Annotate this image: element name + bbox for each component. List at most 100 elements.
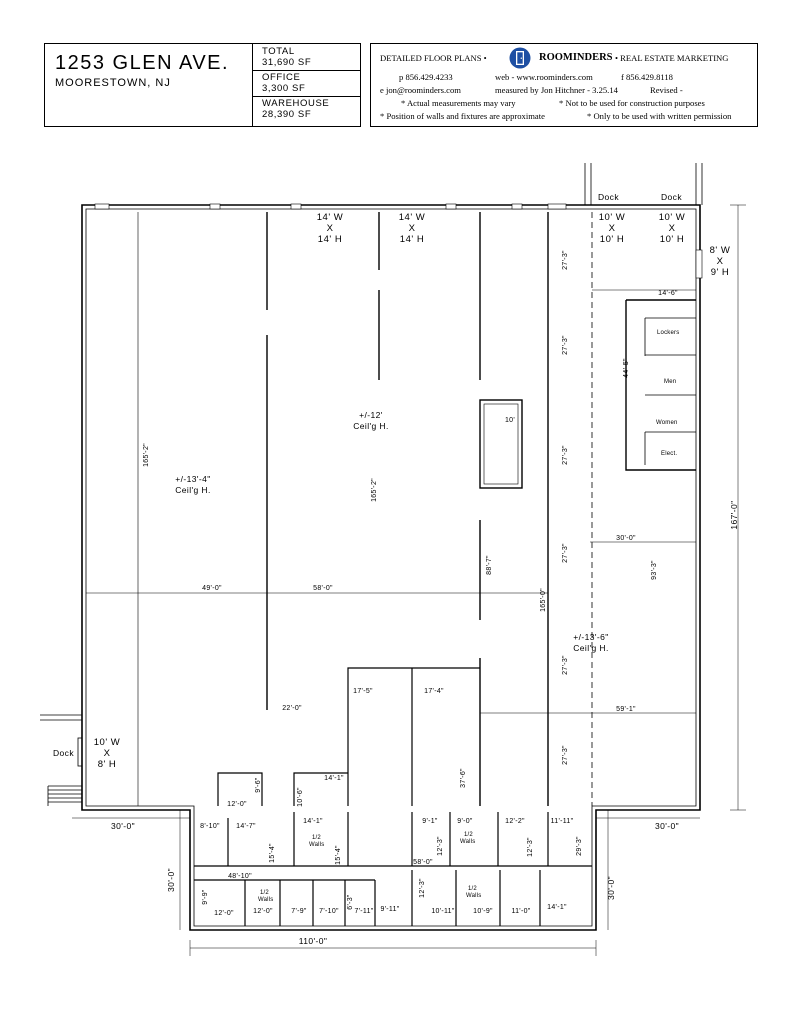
dim-11-11: 11'-11" bbox=[551, 818, 574, 825]
dim-11-0: 11'-0" bbox=[511, 908, 530, 915]
dim-9-1: 9'-1" bbox=[422, 818, 438, 825]
half-walls-3a: 1/2 bbox=[260, 890, 269, 896]
structural-grid bbox=[86, 212, 696, 806]
dim-59-1: 59'-1" bbox=[616, 706, 636, 713]
dim-30-0-inner: 30'-0" bbox=[616, 535, 636, 542]
dim-27-3-f: 27'-3" bbox=[562, 745, 569, 765]
dim-58-0-low: 58'-0" bbox=[413, 859, 433, 866]
dock-top-2: Dock bbox=[661, 192, 682, 202]
dim-14-6: 14'-6" bbox=[658, 290, 678, 297]
brand-note-4: * Only to be used with written permissio… bbox=[587, 111, 732, 121]
dock-top-1: Dock bbox=[598, 192, 619, 202]
dim-49-0: 49'-0" bbox=[202, 585, 222, 592]
dim-30-0-side-right: 30'-0" bbox=[606, 876, 616, 900]
dim-93-3: 93'-3" bbox=[651, 560, 658, 580]
dock-lines-top bbox=[584, 163, 703, 205]
dim-27-3-d: 27'-3" bbox=[562, 543, 569, 563]
half-walls-1b: Walls bbox=[309, 842, 324, 848]
half-walls-4b: Walls bbox=[466, 893, 481, 899]
brand-name: ROOMINDERS bbox=[539, 52, 613, 63]
total-value: 31,690 SF bbox=[262, 57, 312, 68]
dim-9-11: 9'-11" bbox=[380, 906, 399, 913]
center-enclosure bbox=[479, 399, 523, 489]
dim-9-6: 9'-6" bbox=[255, 777, 262, 793]
dim-12-2: 12'-2" bbox=[505, 818, 525, 825]
lower-warehouse-rooms bbox=[217, 667, 480, 806]
room-lockers: Lockers bbox=[657, 330, 679, 336]
room-men: Men bbox=[664, 379, 676, 385]
interior-partitions bbox=[266, 212, 549, 806]
dim-165-2-mid: 165'-2" bbox=[371, 478, 378, 502]
dim-17-4: 17'-4" bbox=[424, 688, 444, 695]
brand-fax: f 856.429.8118 bbox=[621, 72, 673, 82]
door2-x: X bbox=[409, 223, 416, 234]
wall-openings bbox=[94, 203, 703, 279]
dim-110-0: 110'-0" bbox=[299, 936, 328, 946]
dim-30-0-side-left: 30'-0" bbox=[166, 868, 176, 892]
dim-14-7: 14'-7" bbox=[236, 823, 256, 830]
area-stats: TOTAL 31,690 SF OFFICE 3,300 SF WAREHOUS… bbox=[253, 46, 360, 120]
dim-14-1-a: 14'-1" bbox=[324, 775, 344, 782]
office-label: OFFICE bbox=[262, 72, 301, 83]
dim-14-1-c: 14'-1" bbox=[547, 904, 567, 911]
door5-x: X bbox=[717, 256, 724, 267]
brand-block: DETAILED FLOOR PLANS • ROOMINDERS • REAL… bbox=[370, 43, 758, 127]
ceiling-mid-value: +/-12' bbox=[359, 410, 383, 420]
dim-27-3-b: 27'-3" bbox=[562, 335, 569, 355]
dim-12-3-c: 12'-3" bbox=[419, 878, 426, 898]
dim-15-4-a: 15'-4" bbox=[269, 843, 276, 863]
dim-9-0: 9'-0" bbox=[457, 818, 473, 825]
property-street: 1253 GLEN AVE. bbox=[55, 52, 230, 74]
labels: Dock Dock Dock 14' W X 14' H 14' W X 14'… bbox=[53, 192, 730, 903]
dim-58-0: 58'-0" bbox=[313, 585, 333, 592]
dock-lines-left bbox=[40, 714, 83, 806]
dim-10-11: 10'-11" bbox=[431, 908, 455, 915]
dim-7-9: 7'-9" bbox=[291, 908, 307, 915]
dim-10-6: 10'-6" bbox=[297, 787, 304, 807]
brand-measured: measured by Jon Hitchner - 3.25.14 bbox=[495, 85, 618, 95]
dim-44-5: 44'-5" bbox=[623, 358, 630, 378]
dim-7-10: 7'-10" bbox=[319, 908, 339, 915]
half-walls-1a: 1/2 bbox=[312, 835, 321, 841]
brand-email: e jon@roominders.com bbox=[380, 85, 461, 95]
door2-w: 14' W bbox=[399, 212, 426, 223]
dim-8-10: 8'-10" bbox=[200, 823, 220, 830]
dim-12-0-c: 12'-0" bbox=[253, 908, 273, 915]
office-value: 3,300 SF bbox=[262, 83, 306, 94]
door6-w: 10' W bbox=[94, 737, 121, 748]
door5-w: 8' W bbox=[710, 245, 731, 256]
dim-14-1-b: 14'-1" bbox=[303, 818, 323, 825]
ceiling-right-label: Ceil'g H. bbox=[573, 643, 608, 653]
dim-12-0-b: 12'-0" bbox=[214, 910, 234, 917]
brand-note-1: * Actual measurements may vary bbox=[401, 98, 516, 108]
dim-167-0: 167'-0" bbox=[729, 500, 739, 529]
dim-48-10: 48'-10" bbox=[228, 873, 252, 880]
dimensions: 165'-2" 49'-0" 58'-0" 165'-2" 10' 22'-0"… bbox=[111, 250, 739, 946]
dim-10-9: 10'-9" bbox=[473, 908, 493, 915]
dim-6-3: 6'-3" bbox=[347, 894, 354, 910]
dock-left: Dock bbox=[53, 748, 74, 758]
dim-27-3-a: 27'-3" bbox=[562, 250, 569, 270]
dim-12-0-a: 12'-0" bbox=[227, 801, 247, 808]
door4-h: 10' H bbox=[660, 234, 684, 245]
half-walls-3b: Walls bbox=[258, 897, 273, 903]
brand-web: web - www.roominders.com bbox=[495, 72, 593, 82]
door4-x: X bbox=[669, 223, 676, 234]
brand-note-3: * Position of walls and fixtures are app… bbox=[380, 111, 545, 121]
door1-x: X bbox=[327, 223, 334, 234]
room-women: Women bbox=[656, 420, 678, 426]
dim-10: 10' bbox=[505, 417, 515, 424]
dim-27-3-e: 27'-3" bbox=[562, 655, 569, 675]
door1-h: 14' H bbox=[318, 234, 342, 245]
brand-revised: Revised - bbox=[650, 85, 683, 95]
dim-29-3: 29'-3" bbox=[576, 836, 583, 856]
exterior-walls bbox=[81, 204, 701, 931]
door6-h: 8' H bbox=[98, 759, 117, 770]
ceiling-mid-label: Ceil'g H. bbox=[353, 421, 388, 431]
dim-12-3-a: 12'-3" bbox=[437, 836, 444, 856]
dim-9-9: 9'-9" bbox=[202, 889, 209, 905]
dim-7-11: 7'-11" bbox=[354, 908, 373, 915]
ceiling-right-value: +/-13'-6" bbox=[573, 632, 608, 642]
half-walls-4a: 1/2 bbox=[468, 886, 477, 892]
